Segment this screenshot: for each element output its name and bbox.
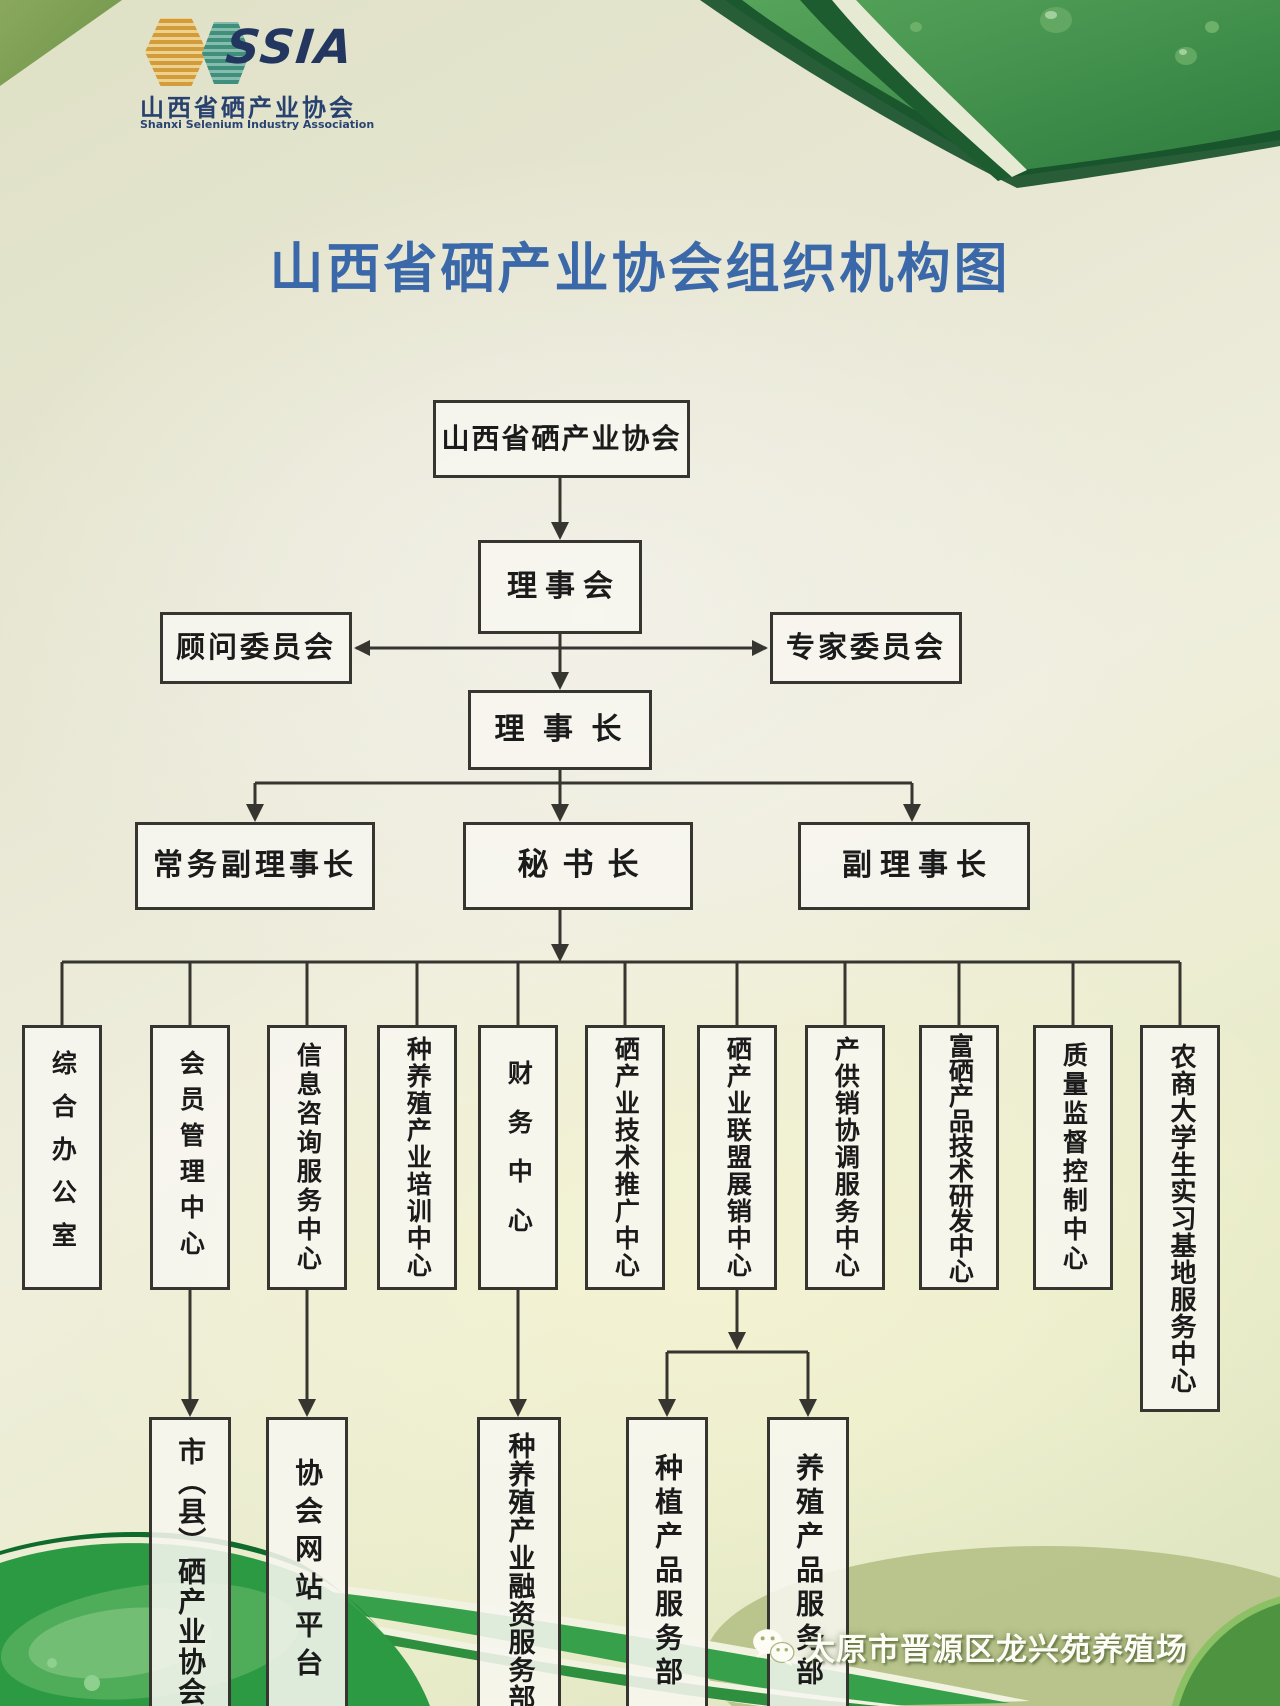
org-box-advisory-committee: 顾问委员会	[160, 612, 352, 684]
dept-column-tech-promotion: 硒产业技术推广中心	[585, 1025, 665, 1290]
org-box-vice-chairman: 副理事长	[798, 822, 1030, 910]
subunit-breeding-products: 养殖产品服务部	[767, 1417, 849, 1706]
page-title: 山西省硒产业协会组织机构图	[269, 237, 1011, 300]
org-box-secretary-general: 秘书长	[463, 822, 693, 910]
dept-column-farming-training: 种养殖产业培训中心	[377, 1025, 457, 1290]
org-box-council: 理事会	[478, 540, 642, 634]
dept-column-alliance-exhibition: 硒产业联盟展销中心	[697, 1025, 777, 1290]
logo-org-name-cn: 山西省硒产业协会	[140, 94, 356, 122]
org-box-executive-vice-chairman: 常务副理事长	[135, 822, 375, 910]
dept-column-info-consulting: 信息咨询服务中心	[267, 1025, 347, 1290]
wechat-icon	[753, 1628, 795, 1666]
dept-column-se-product-rnd: 富硒产品技术研发中心	[919, 1025, 999, 1290]
subunit-planting-products: 种植产品服务部	[626, 1417, 708, 1706]
leaf-decoration-top-right	[700, 0, 1280, 188]
org-box-chairman: 理 事 长	[468, 690, 652, 770]
watermark: 太原市晋源区龙兴苑养殖场	[752, 1624, 1188, 1669]
dept-column-quality-control: 质量监督控制中心	[1033, 1025, 1113, 1290]
logo-org-name-en: Shanxi Selenium Industry Association	[140, 118, 375, 131]
org-box-root: 山西省硒产业协会	[433, 400, 690, 478]
subunit-financing-service: 种养殖产业融资服务部	[477, 1417, 561, 1706]
dept-column-student-internship-base: 农商大学生实习基地服务中心	[1140, 1025, 1220, 1412]
subunit-city-county-association: 市（县）硒产业协会	[149, 1417, 231, 1706]
dept-column-finance: 财务中心	[478, 1025, 558, 1290]
org-box-expert-committee: 专家委员会	[770, 612, 962, 684]
dept-column-general-office: 综合办公室	[22, 1025, 102, 1290]
dept-column-member-management: 会员管理中心	[150, 1025, 230, 1290]
dept-column-supply-marketing: 产供销协调服务中心	[805, 1025, 885, 1290]
watermark-label: 太原市晋源区龙兴苑养殖场	[804, 1632, 1188, 1668]
subunit-association-website: 协会网站平台	[266, 1417, 348, 1706]
